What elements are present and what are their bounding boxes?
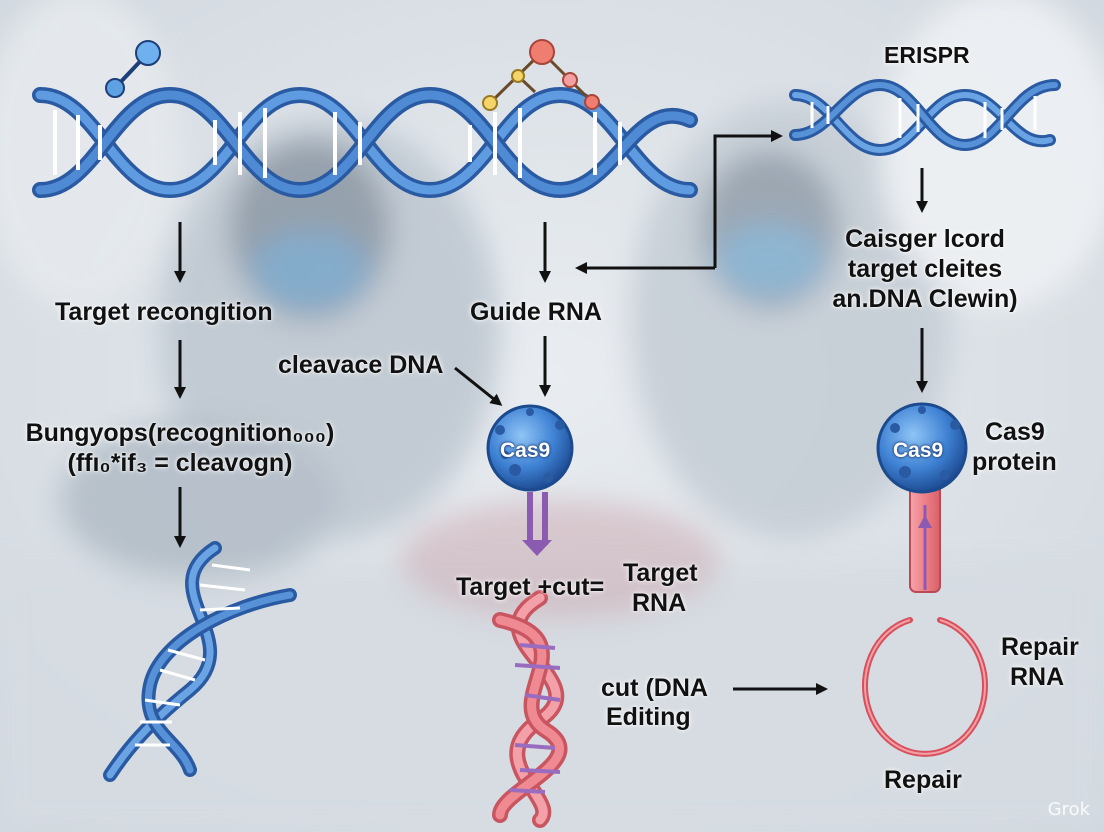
dna-helix-crispr: [789, 78, 1061, 157]
target-rna-line-1: Target: [623, 559, 698, 587]
bungyops-line-2: (ffı₀*if₃ = cleavogn): [67, 449, 293, 477]
repair-ring: [862, 617, 988, 757]
cas9-protein-line-1: Cas9: [985, 418, 1045, 446]
target-cut-label: Target +cut=: [456, 573, 605, 601]
dna-helix-bottom-left: [103, 541, 297, 782]
watermark-grok: Grok: [1047, 799, 1090, 820]
crispr-title: ERISPR: [884, 42, 970, 68]
cut-dna-line-1: cut (DNA: [601, 674, 708, 702]
caisger-line-2: target cleites: [847, 255, 1003, 283]
cas9-protein-line-2: protein: [972, 448, 1057, 476]
flow-arrows: [174, 130, 928, 695]
repair-rna-line-1: Repair: [1001, 633, 1079, 661]
cas9-protein-left: [486, 404, 574, 556]
bungyops-line-1: Bungyops(recognition₀₀₀): [25, 419, 335, 447]
cas9-label-right: Cas9: [893, 439, 944, 462]
caisger-line-1: Caisger lcord: [845, 225, 1005, 253]
cas9-protein-right: [876, 402, 968, 593]
guide-rna-label: Guide RNA: [470, 298, 602, 326]
cleavage-dna-label: cleavace DNA: [278, 351, 444, 379]
target-rna-line-2: RNA: [632, 589, 687, 617]
caisger-line-3: an.DNA Clewin): [832, 285, 1018, 313]
repair-label: Repair: [884, 766, 962, 794]
cut-dna-line-2: Editing: [606, 703, 691, 731]
target-recognition-label: Target recongition: [55, 298, 273, 326]
repair-rna-line-2: RNA: [1010, 663, 1065, 691]
cas9-label-left: Cas9: [500, 439, 551, 462]
rna-helix-pink: [492, 590, 568, 828]
dna-helix-top: [32, 39, 698, 199]
